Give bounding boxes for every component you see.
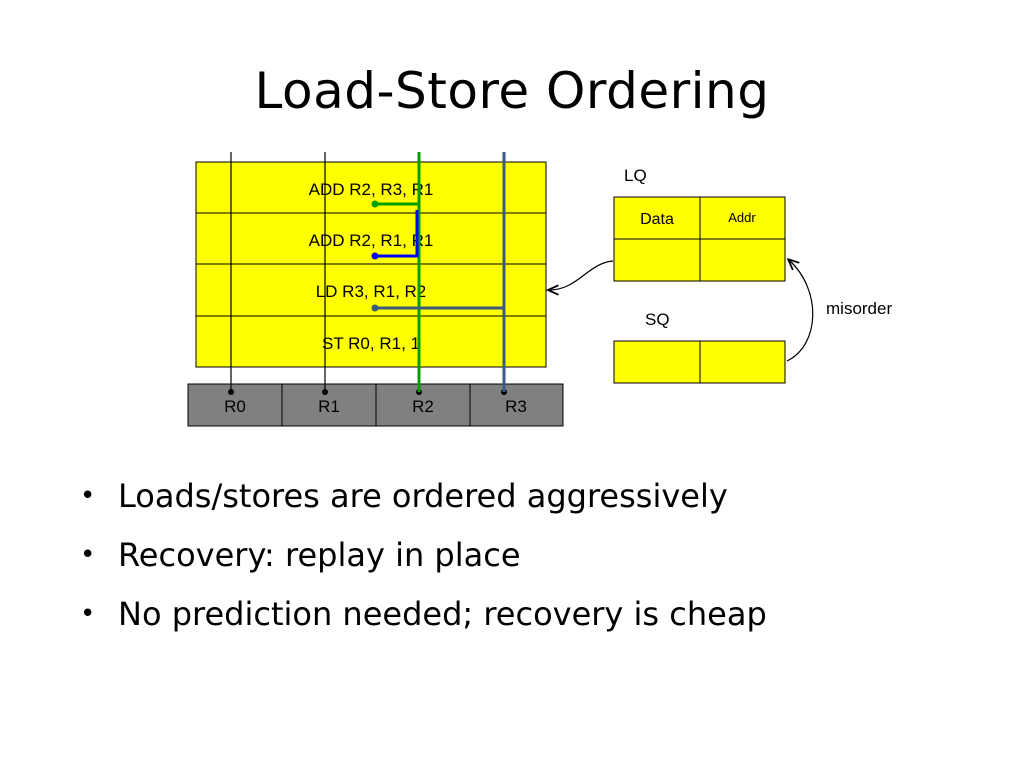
lq-data-header: Data	[640, 211, 674, 228]
instruction-label: ST R0, R1, 1	[322, 334, 420, 353]
instruction-label: ADD R2, R1, R1	[309, 231, 434, 250]
bullet-text: Loads/stores are ordered aggressively	[118, 476, 728, 515]
wire-steel	[375, 152, 506, 392]
register-cell	[469, 383, 564, 427]
wire-steel-endpoint	[371, 304, 379, 312]
wire-blue-endpoint	[371, 252, 379, 260]
slide-title: Load-Store Ordering	[254, 62, 770, 120]
wire-blue	[375, 210, 419, 258]
misorder-arrow	[787, 260, 814, 362]
bullet-item: • Loads/stores are ordered aggressively	[80, 466, 767, 525]
instruction-row	[195, 315, 547, 368]
bullet-text: No prediction needed; recovery is cheap	[118, 594, 767, 633]
bullet-list: • Loads/stores are ordered aggressively •…	[80, 466, 767, 643]
store-queue: SQ	[613, 310, 786, 384]
sq-cell	[699, 340, 786, 384]
instruction-label: LD R3, R1, R2	[316, 282, 427, 301]
instruction-window: ADD R2, R3, R1 ADD R2, R1, R1 LD R3, R1,…	[195, 161, 547, 368]
sq-cell	[613, 340, 701, 384]
forwarding-wires	[371, 152, 506, 392]
instruction-label: ADD R2, R3, R1	[309, 180, 434, 199]
register-file: R0 R1 R2 R3	[187, 383, 564, 427]
register-label: R0	[224, 397, 246, 416]
lq-addr-header: Addr	[728, 210, 756, 225]
wire-green-endpoint	[371, 200, 379, 208]
instruction-row	[195, 212, 547, 265]
bullet-text: Recovery: replay in place	[118, 535, 521, 574]
lq-label: LQ	[624, 166, 647, 185]
register-label: R1	[318, 397, 340, 416]
instruction-row	[195, 161, 547, 214]
lq-cell	[613, 238, 701, 282]
register-label: R2	[412, 397, 434, 416]
replay-arrow	[549, 260, 614, 290]
register-cell	[187, 383, 283, 427]
register-cell	[281, 383, 377, 427]
misorder-label: misorder	[826, 299, 892, 318]
lq-cell	[613, 196, 701, 240]
bus-endpoint	[322, 389, 328, 395]
bullet-item: • No prediction needed; recovery is cheap	[80, 584, 767, 643]
sq-label: SQ	[645, 310, 670, 329]
register-label: R3	[505, 397, 527, 416]
bus-endpoint	[228, 389, 234, 395]
load-queue: LQ Data Addr	[613, 166, 786, 282]
bullet-dot-icon: •	[80, 480, 96, 511]
bullet-item: • Recovery: replay in place	[80, 525, 767, 584]
bullet-dot-icon: •	[80, 598, 96, 629]
wire-green	[375, 152, 421, 392]
bullet-dot-icon: •	[80, 539, 96, 570]
lq-cell	[699, 238, 786, 282]
